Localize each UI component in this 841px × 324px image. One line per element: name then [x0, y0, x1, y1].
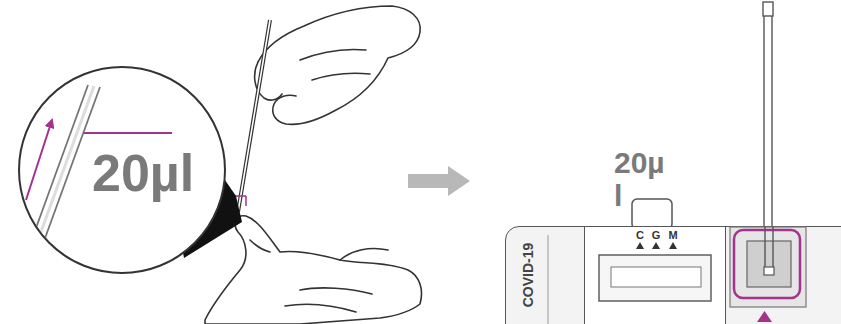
- line-letter: C: [636, 230, 644, 241]
- window-details: [585, 227, 727, 324]
- result-window: CGM: [584, 226, 726, 324]
- line-letter: M: [668, 230, 677, 241]
- line-letter: G: [652, 230, 661, 241]
- cassette-tab: [632, 199, 672, 229]
- magnified-view: 20µl: [19, 67, 225, 273]
- volume-label: 20µ l: [614, 146, 674, 212]
- magnifier-circle: [19, 67, 225, 273]
- cassette-name: COVID-19: [521, 243, 535, 308]
- capillary-pipette: [238, 20, 270, 212]
- hands: [205, 6, 422, 324]
- volume-text: 20µl: [92, 147, 194, 199]
- capillary-pipette: [238, 20, 270, 212]
- process-arrow: [408, 166, 470, 196]
- pipette-cap: [763, 2, 773, 16]
- test-cassette: CGM COVID-19: [505, 226, 841, 324]
- pipette-tube: [763, 16, 764, 240]
- pipette-tube: [771, 16, 772, 240]
